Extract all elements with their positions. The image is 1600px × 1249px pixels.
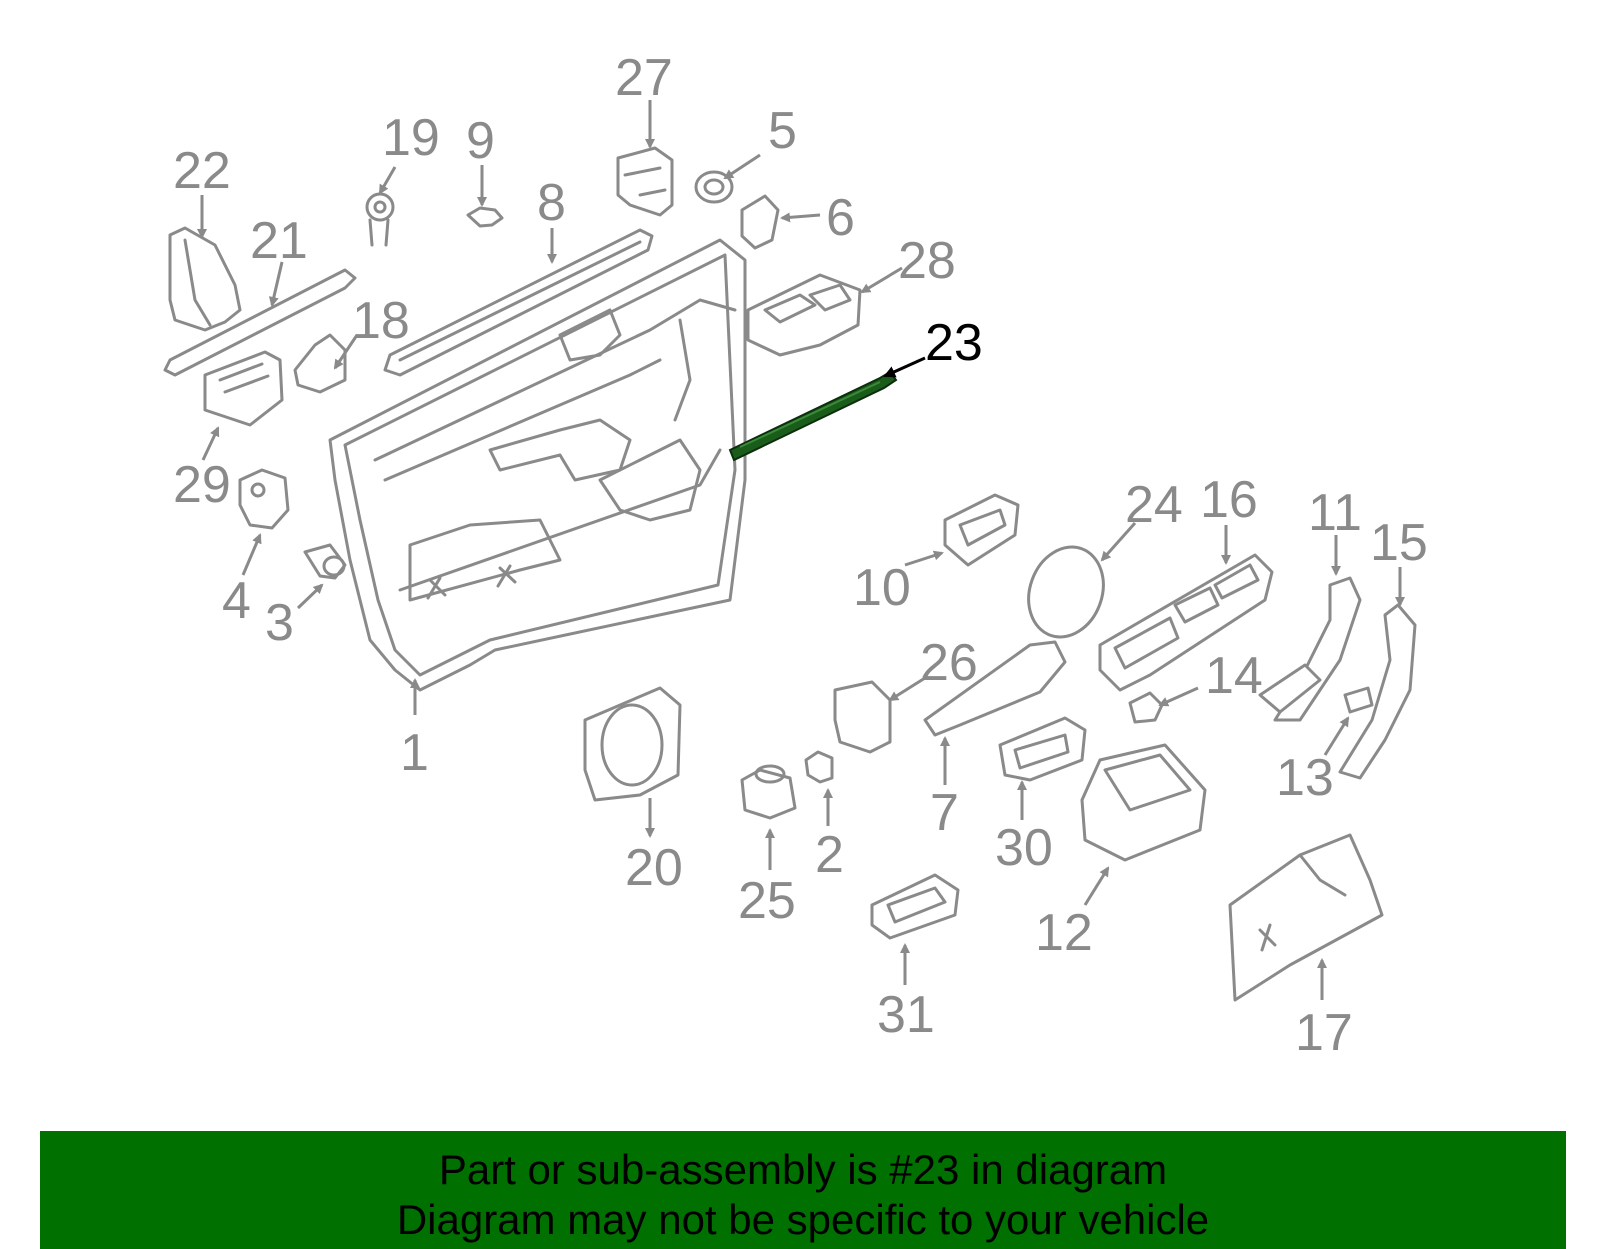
callout-29: 29: [173, 456, 231, 514]
callout-22: 22: [173, 142, 231, 200]
part-28-window-switch[interactable]: [746, 273, 862, 357]
part-13-switch[interactable]: [1343, 686, 1374, 714]
callout-11: 11: [1308, 484, 1362, 542]
part-10-bracket[interactable]: [943, 493, 1020, 567]
callout-26: 26: [920, 634, 978, 692]
callout-2: 2: [815, 826, 844, 884]
callout-27: 27: [615, 49, 673, 107]
callout-28: 28: [898, 232, 956, 290]
part-14-clip[interactable]: [1128, 691, 1164, 724]
callout-9: 9: [466, 112, 495, 170]
callout-13: 13: [1276, 749, 1334, 807]
part-25-knob[interactable]: [740, 764, 797, 820]
part-9-clip[interactable]: [466, 206, 504, 228]
callout-4: 4: [222, 572, 251, 630]
part-12-housing[interactable]: [1080, 743, 1207, 862]
part-7-trim[interactable]: [923, 640, 1067, 737]
callout-labels: 1 2 3 4 5 6 7 8 9 10 11 12 13 14 15 16 1…: [173, 49, 1428, 1062]
callout-3: 3: [265, 594, 294, 652]
callout-1: 1: [400, 724, 429, 782]
callout-17: 17: [1295, 1004, 1353, 1062]
callout-30: 30: [995, 819, 1053, 877]
part-1-door-trim-panel[interactable]: [328, 238, 747, 692]
callout-10: 10: [853, 559, 911, 617]
callout-12: 12: [1035, 904, 1093, 962]
part-22-corner-trim[interactable]: [168, 226, 242, 332]
callout-15: 15: [1370, 514, 1428, 572]
part-29-switch[interactable]: [203, 350, 284, 427]
callout-7: 7: [930, 784, 959, 842]
part-30-handle[interactable]: [998, 716, 1087, 782]
part-24-ring[interactable]: [1016, 536, 1115, 647]
callout-20: 20: [625, 839, 683, 897]
part-11-grab-handle[interactable]: [1258, 576, 1362, 722]
part-5-bezel[interactable]: [694, 170, 734, 204]
part-17-lower-panel[interactable]: [1228, 833, 1384, 1002]
callout-14: 14: [1205, 647, 1263, 705]
callout-19: 19: [382, 109, 440, 167]
callout-25: 25: [738, 872, 796, 930]
part-19-clip[interactable]: [365, 192, 395, 247]
part-18-bracket[interactable]: [293, 333, 347, 394]
part-16-switch-bezel[interactable]: [1098, 553, 1274, 692]
part-27-switch[interactable]: [616, 146, 674, 217]
info-banner: Part or sub-assembly is #23 in diagram D…: [40, 1131, 1566, 1249]
part-2-screw[interactable]: [804, 750, 834, 784]
callout-21: 21: [250, 212, 308, 270]
part-20-speaker-ring[interactable]: [583, 686, 682, 802]
part-4-bracket[interactable]: [238, 468, 290, 530]
callout-8: 8: [537, 174, 566, 232]
banner-line-2: Diagram may not be specific to your vehi…: [396, 1196, 1210, 1243]
part-3-fastener[interactable]: [303, 543, 347, 580]
part-21-molding[interactable]: [163, 268, 357, 377]
part-26-switch[interactable]: [833, 680, 892, 754]
part-8-upper-trim[interactable]: [383, 228, 654, 377]
callout-31: 31: [877, 986, 935, 1044]
callout-16: 16: [1200, 471, 1258, 529]
part-15-pull-cup[interactable]: [1338, 603, 1417, 780]
callout-5: 5: [768, 102, 797, 160]
leader-lines: [197, 100, 1405, 1000]
parts-diagram: 1 2 3 4 5 6 7 8 9 10 11 12 13 14 15 16 1…: [163, 49, 1428, 1062]
part-23-trim-strip[interactable]: [728, 370, 898, 462]
callout-24: 24: [1125, 476, 1183, 534]
part-31-cup[interactable]: [870, 873, 960, 940]
banner-line-1: Part or sub-assembly is #23 in diagram: [438, 1146, 1168, 1193]
callout-6: 6: [826, 189, 855, 247]
callout-23: 23: [925, 314, 983, 372]
part-6-bracket[interactable]: [740, 194, 780, 250]
callout-18: 18: [352, 292, 410, 350]
